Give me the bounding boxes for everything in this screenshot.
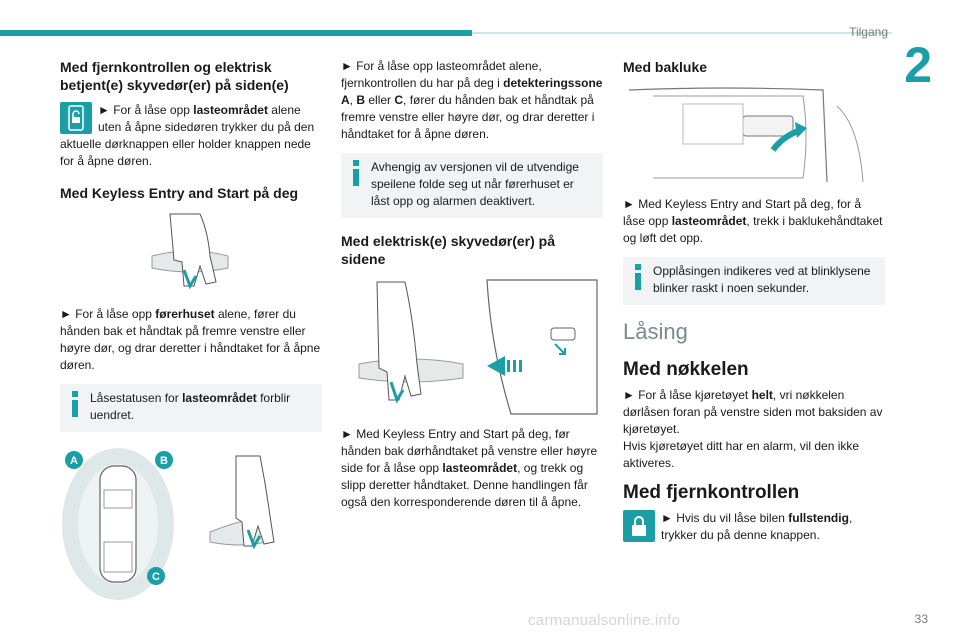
- info-icon: [635, 264, 641, 290]
- heading-keyless: Med Keyless Entry and Start på deg: [60, 185, 299, 201]
- header-accent-bar: [0, 30, 472, 36]
- lock-button-icon: [623, 510, 655, 542]
- zone-c-label: C: [152, 571, 160, 583]
- paragraph-lock-remote: ► Hvis du vil låse bilen fullstendig, tr…: [661, 511, 853, 542]
- heading-tailgate: Med bakluke: [623, 59, 708, 75]
- section-title: Tilgang: [849, 25, 888, 39]
- watermark: carmanualsonline.info: [528, 612, 681, 629]
- zone-b-label: B: [160, 455, 168, 467]
- page-number: 33: [914, 612, 928, 626]
- info-box-lock-status: Låsestatusen for lasteområdet forblir ue…: [60, 384, 322, 432]
- info-box-mirrors: Avhengig av versjonen vil de utvendige s…: [341, 153, 603, 218]
- paragraph-tailgate-unlock: ► Med Keyless Entry and Start på deg, fo…: [623, 197, 883, 245]
- detection-zones-illustration: A B C: [62, 448, 275, 600]
- info-box-indicators: Opplåsingen indikeres ved at blinklysene…: [623, 257, 885, 305]
- column-1: Med fjernkontrollen og elektrisk betjent…: [60, 58, 322, 612]
- header-rule: [472, 32, 892, 34]
- paragraph-detection-zones: ► For å låse opp lasteområdet alene, fje…: [341, 59, 603, 141]
- sliding-door-illustration: [358, 279, 598, 415]
- unlock-cargo-button-icon: [60, 102, 92, 134]
- tailgate-illustration: [628, 87, 864, 183]
- column-2: ► For å låse opp lasteområdet alene, fje…: [341, 58, 603, 511]
- paragraph-lock-with-key: ► For å låse kjøretøyet helt, vri nøkkel…: [623, 388, 883, 436]
- paragraph-alarm-note: Hvis kjøretøyet ditt har en alarm, vil d…: [623, 439, 860, 470]
- paragraph-unlock-cab: ► For å låse opp førerhuset alene, fører…: [60, 307, 321, 372]
- heading-with-remote: Med fjernkontrollen: [623, 482, 800, 503]
- paragraph-unlock-cargo: ► For å låse opp lasteområdet alene uten…: [60, 103, 315, 168]
- zone-a-label: A: [70, 455, 78, 467]
- chapter-number: 2: [904, 37, 932, 93]
- heading-with-key: Med nøkkelen: [623, 359, 749, 380]
- info-icon: [353, 160, 359, 186]
- heading-remote-sliding-doors: Med fjernkontrollen og elektrisk betjent…: [60, 59, 289, 93]
- paragraph-sliding-door-unlock: ► Med Keyless Entry and Start på deg, fø…: [341, 427, 598, 509]
- column-3: Med bakluke ► Med Keyless Entry and Star…: [623, 58, 885, 544]
- info-icon: [72, 391, 78, 417]
- heading-electric-sliding-doors: Med elektrisk(e) skyvedør(er) på sidene: [341, 233, 555, 267]
- section-heading-locking: Låsing: [623, 319, 688, 344]
- hand-door-handle-illustration: [151, 213, 229, 290]
